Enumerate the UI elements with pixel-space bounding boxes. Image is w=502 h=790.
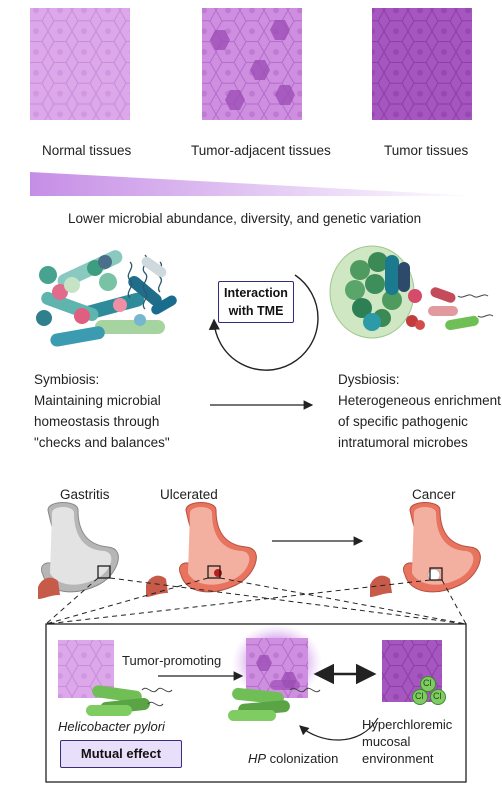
- dysbiosis-line-4: intratumoral microbes: [338, 435, 468, 450]
- helicobacter-pylori-label: Helicobacter pylori: [58, 719, 165, 734]
- gastritis-stomach: [38, 502, 119, 599]
- dysbiosis-text: Dysbiosis: Heterogeneous enrichment of s…: [338, 369, 502, 453]
- ulcerated-label: Ulcerated: [160, 487, 218, 502]
- cancer-label: Cancer: [412, 487, 456, 502]
- symbiosis-text: Symbiosis: Maintaining microbial homeost…: [34, 369, 170, 453]
- hyper-line-3: environment: [362, 751, 434, 766]
- symbiosis-line-4: "checks and balances": [34, 435, 170, 450]
- interaction-with-tme-box: Interaction with TME: [218, 281, 294, 323]
- colonization-word: colonization: [266, 751, 339, 766]
- symbiosis-microbes-illustration: [36, 250, 177, 347]
- tme-line-1: Interaction: [224, 286, 288, 300]
- hp-colonization-arrow: [299, 717, 379, 741]
- tumor-tissues-label: Tumor tissues: [384, 143, 469, 158]
- ulcerated-zoom-box: [207, 565, 221, 579]
- tumor-adjacent-tissue-patch: [202, 8, 302, 120]
- inset-hyperchloremic-tissue: [382, 640, 442, 702]
- hyper-line-2: mucosal: [362, 734, 411, 749]
- cl-label-3: Cl: [433, 691, 442, 701]
- hyper-line-1: Hyperchloremic: [362, 717, 453, 732]
- hp-colonization-label: HP colonization: [248, 751, 338, 766]
- gastritis-label: Gastritis: [60, 487, 110, 502]
- dysbiosis-line-1: Dysbiosis:: [338, 372, 400, 387]
- chloride-ions: [412, 676, 446, 705]
- cancer-zoom-box: [429, 567, 443, 581]
- dysbiosis-line-2: Heterogeneous enrichment: [338, 393, 501, 408]
- dysbiosis-microbes-illustration: [329, 245, 494, 339]
- ulcerated-stomach: [146, 502, 257, 597]
- dysbiosis-line-3: of specific pathogenic: [338, 414, 468, 429]
- normal-tissue-patch: [30, 8, 130, 120]
- symbiosis-line-2: Maintaining microbial: [34, 393, 161, 408]
- hyperchloremic-label: Hyperchloremic mucosal environment: [362, 716, 452, 767]
- helicobacter-pylori-bacteria-center: [228, 680, 321, 721]
- symbiosis-line-3: homeostasis through: [34, 414, 160, 429]
- tumor-promoting-label: Tumor-promoting: [122, 653, 222, 668]
- tumor-adjacent-tissues-label: Tumor-adjacent tissues: [191, 143, 331, 158]
- cl-label-2: Cl: [415, 691, 424, 701]
- tumor-tissue-patch: [372, 8, 472, 120]
- cancer-stomach: [370, 502, 481, 597]
- normal-tissues-label: Normal tissues: [42, 143, 132, 158]
- tme-cycle-arrow: [208, 274, 319, 371]
- tme-line-2: with TME: [228, 304, 284, 318]
- symbiosis-line-1: Symbiosis:: [34, 372, 100, 387]
- zoom-projection-lines: [45, 577, 467, 625]
- gradient-caption: Lower microbial abundance, diversity, an…: [68, 211, 422, 226]
- mutual-effect-box: Mutual effect: [60, 740, 182, 768]
- cl-label-1: Cl: [423, 678, 432, 688]
- gastritis-zoom-box: [97, 565, 111, 579]
- hp-abbrev: HP: [248, 751, 267, 766]
- helicobacter-pylori-bacteria-left: [86, 685, 173, 716]
